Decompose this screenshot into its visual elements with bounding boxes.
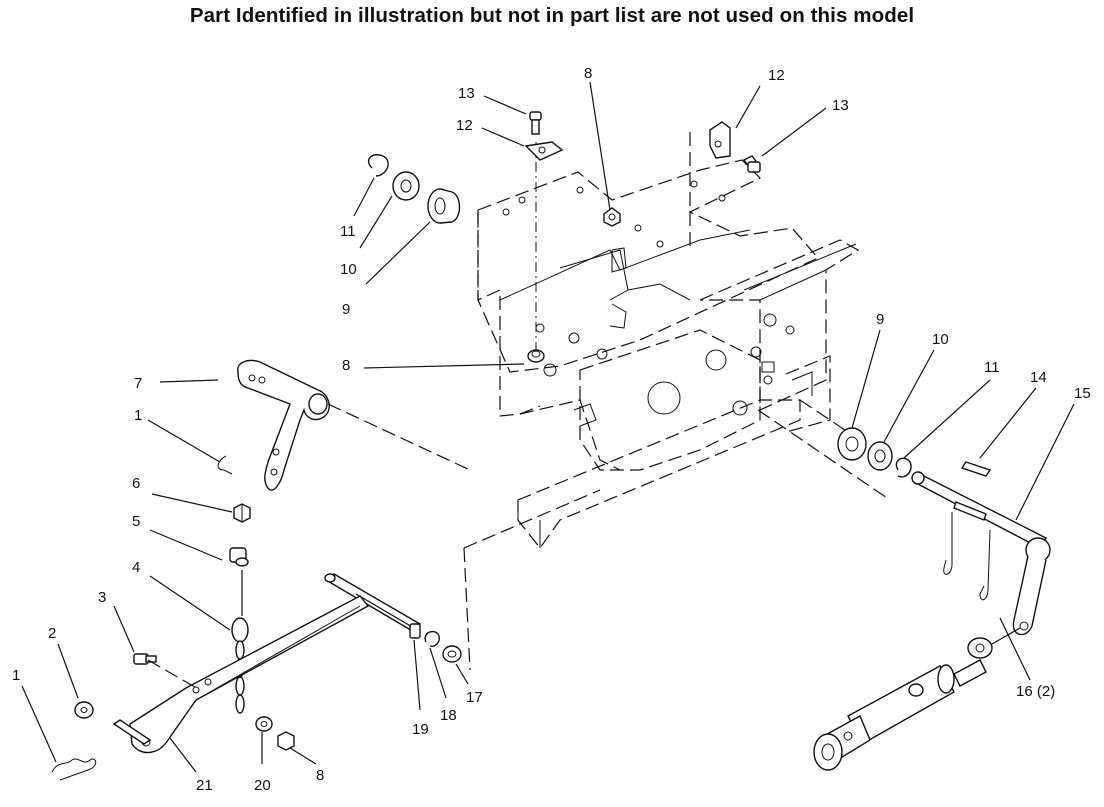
callout-3: 3 bbox=[98, 589, 106, 606]
callout-7: 7 bbox=[134, 375, 142, 392]
callout-5: 5 bbox=[132, 513, 140, 530]
lift-lever-21-icon bbox=[51, 573, 462, 781]
nut-8a-icon bbox=[603, 207, 621, 227]
callout-15: 15 bbox=[1074, 385, 1091, 402]
callout-21: 21 bbox=[196, 777, 213, 794]
clip-11a-icon bbox=[367, 154, 389, 177]
page-title: Part Identified in illustration but not … bbox=[189, 4, 915, 27]
chain-4-icon bbox=[231, 570, 249, 714]
nut-8b-icon bbox=[527, 349, 545, 363]
clamp-12b-icon bbox=[709, 121, 731, 159]
callout-9b: 9 bbox=[876, 311, 884, 328]
bushing-9b-icon bbox=[837, 427, 867, 461]
callout-9a: 9 bbox=[342, 301, 350, 318]
bolt-13a-icon bbox=[529, 111, 542, 135]
clip-11b-icon bbox=[895, 457, 912, 478]
callout-8a: 8 bbox=[584, 65, 592, 82]
callout-20: 20 bbox=[254, 777, 271, 794]
callout-1a: 1 bbox=[134, 407, 142, 424]
shaft-15-icon bbox=[911, 471, 1051, 636]
callout-10b: 10 bbox=[932, 331, 949, 348]
nut-6-icon bbox=[233, 503, 251, 523]
clamp-12a-icon bbox=[524, 141, 564, 161]
callout-4: 4 bbox=[132, 559, 140, 576]
hydraulic-cylinder-icon bbox=[813, 627, 1021, 771]
bushing-9a-icon bbox=[427, 188, 461, 224]
callout-8b: 8 bbox=[342, 357, 350, 374]
frame-assembly bbox=[463, 132, 891, 671]
leader-lines bbox=[21, 81, 1075, 773]
callout-labels: 13 12 8 12 13 11 10 9 8 7 1 6 5 4 3 2 1 … bbox=[12, 65, 1091, 794]
callout-2: 2 bbox=[48, 625, 56, 642]
bolt-13b-icon bbox=[742, 155, 761, 173]
callout-8c: 8 bbox=[316, 767, 324, 784]
washer-2-icon bbox=[74, 701, 94, 719]
callout-14: 14 bbox=[1030, 369, 1047, 386]
bushing-17-icon bbox=[442, 645, 462, 663]
callout-18: 18 bbox=[440, 707, 457, 724]
callout-11a: 11 bbox=[340, 223, 356, 240]
callout-12a: 12 bbox=[456, 117, 473, 134]
callout-6: 6 bbox=[132, 475, 140, 492]
callout-16: 16 (2) bbox=[1016, 683, 1055, 700]
callout-1b: 1 bbox=[12, 667, 20, 684]
right-assembly bbox=[813, 427, 1051, 771]
washer-10a-icon bbox=[392, 171, 420, 201]
callout-11b: 11 bbox=[984, 359, 1000, 376]
callout-10a: 10 bbox=[340, 261, 357, 278]
callout-12b: 12 bbox=[768, 67, 785, 84]
nut-8c-icon bbox=[277, 731, 295, 751]
hairpin-16-icon bbox=[943, 512, 991, 601]
callout-13a: 13 bbox=[458, 85, 475, 102]
collar-19-icon bbox=[409, 623, 421, 639]
pin-5-icon bbox=[229, 547, 249, 567]
key-14-icon bbox=[960, 461, 992, 477]
callout-19: 19 bbox=[412, 721, 429, 738]
callout-13b: 13 bbox=[832, 97, 849, 114]
callout-17: 17 bbox=[466, 689, 483, 706]
chain-assembly bbox=[217, 455, 295, 751]
washer-10b-icon bbox=[867, 441, 893, 471]
upper-hardware bbox=[367, 111, 761, 363]
washer-20-icon bbox=[255, 716, 273, 732]
clip-18-icon bbox=[424, 630, 440, 647]
lift-arm-7-icon bbox=[237, 359, 471, 491]
